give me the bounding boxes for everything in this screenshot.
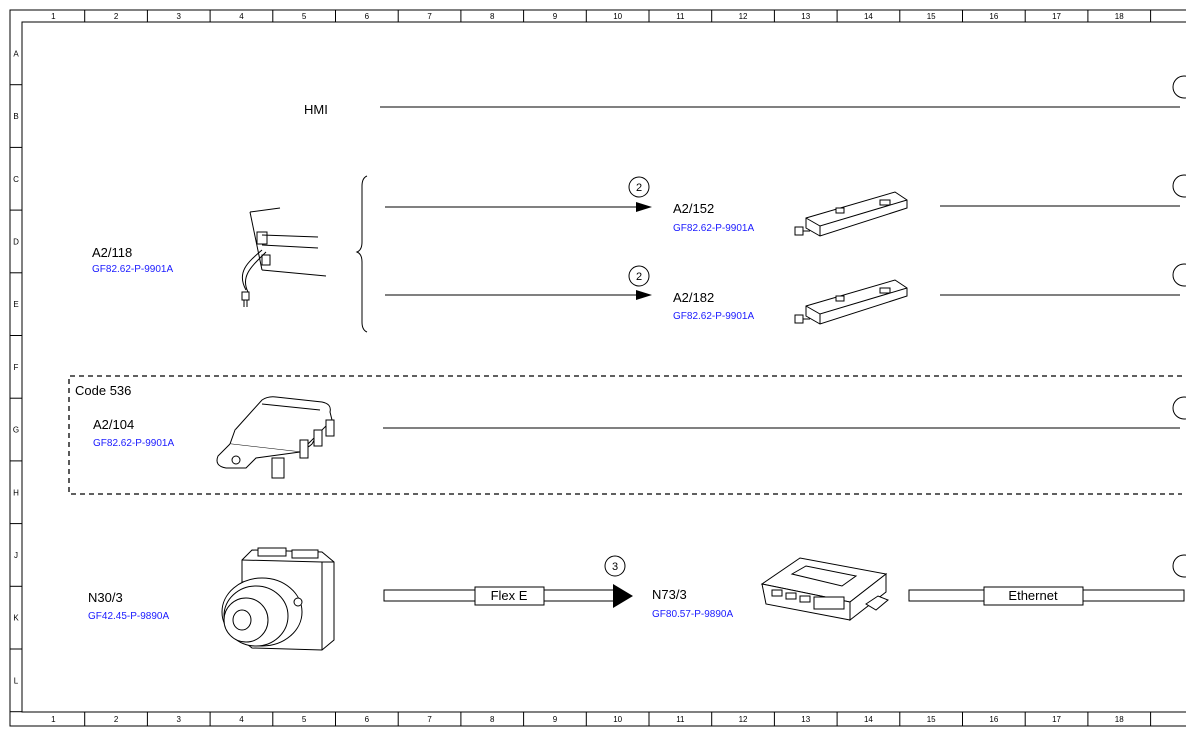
column-label: 16 — [989, 12, 998, 21]
flex-e-arrow-head — [613, 584, 633, 608]
column-label: 13 — [801, 12, 810, 21]
column-label: 14 — [864, 715, 873, 724]
a2-118-label: A2/118 — [92, 245, 132, 260]
column-label: 4 — [239, 12, 244, 21]
a2-182-label: A2/182 — [673, 290, 714, 305]
column-label: 4 — [239, 715, 244, 724]
a2-104-ref-link[interactable]: GF82.62-P-9901A — [93, 438, 174, 449]
a2-118-ref-link[interactable]: GF82.62-P-9901A — [92, 264, 173, 275]
marker-circle-1 — [628, 176, 650, 198]
column-label: 18 — [1115, 715, 1124, 724]
column-label: 13 — [801, 715, 810, 724]
column-label: 3 — [177, 12, 182, 21]
inner-frame — [21, 21, 1186, 713]
column-label: 8 — [490, 12, 495, 21]
outer-frame — [9, 9, 1186, 727]
column-label: 10 — [613, 715, 622, 724]
a2-182-ref[interactable]: GF82.62-P-9901A — [673, 311, 754, 322]
column-label: 12 — [739, 12, 748, 21]
ethernet-label: Ethernet — [1008, 588, 1058, 603]
column-label: 9 — [553, 715, 558, 724]
code-536-region — [68, 375, 1182, 495]
column-label: 14 — [864, 12, 873, 21]
a2-152-connector-marker — [1172, 174, 1186, 198]
n73-3-module-drawing — [760, 557, 889, 622]
column-label: 5 — [302, 715, 307, 724]
column-label: 1 — [51, 715, 56, 724]
n73-3-ref-link[interactable]: GF80.57-P-9890A — [652, 609, 733, 620]
column-label: 7 — [427, 715, 432, 724]
code-536-label: Code 536 — [75, 383, 131, 398]
column-label: 17 — [1052, 715, 1061, 724]
arrow-head-a2-182 — [636, 290, 652, 300]
flex-e-label: Flex E — [491, 588, 528, 603]
marker-circle-2 — [628, 265, 650, 287]
a2-182-connector-marker — [1172, 263, 1186, 287]
a2-104-ref[interactable]: GF82.62-P-9901A — [93, 438, 174, 449]
marker-number-2: 2 — [636, 271, 642, 283]
n30-3-label: N30/3 — [88, 590, 123, 605]
column-label: 7 — [427, 12, 432, 21]
left-row-ruler: A B C D E F G H J K L — [10, 49, 22, 713]
flex-e-label-box — [474, 586, 545, 606]
column-label: 1 — [51, 12, 56, 21]
row-label: K — [13, 614, 19, 623]
a2-182-module-drawing — [794, 279, 908, 325]
a2-152-ref-link[interactable]: GF82.62-P-9901A — [673, 223, 754, 234]
a2-152-label: A2/152 — [673, 201, 714, 216]
marker-number-1: 2 — [636, 182, 642, 194]
column-label: 10 — [613, 12, 622, 21]
row-label: H — [13, 488, 19, 497]
column-label: 11 — [676, 12, 685, 21]
row-label: C — [13, 175, 19, 184]
column-label: 9 — [553, 12, 558, 21]
row-label: B — [13, 112, 18, 121]
n73-3-connector-marker — [1172, 554, 1186, 578]
ethernet-label-box — [983, 586, 1084, 606]
row-label: F — [14, 363, 19, 372]
a2-152-module-drawing — [794, 191, 908, 237]
column-label: 2 — [114, 715, 119, 724]
n73-3-label: N73/3 — [652, 587, 687, 602]
column-label: 16 — [989, 715, 998, 724]
n73-3-ref[interactable]: GF80.57-P-9890A — [652, 609, 733, 620]
column-label: 3 — [177, 715, 182, 724]
hmi-label: HMI — [304, 102, 328, 117]
row-label: E — [13, 300, 18, 309]
column-label: 17 — [1052, 12, 1061, 21]
row-label: L — [14, 676, 19, 685]
n30-3-ref[interactable]: GF42.45-P-9890A — [88, 611, 169, 622]
n30-3-ref-link[interactable]: GF42.45-P-9890A — [88, 611, 169, 622]
a2-152-ref[interactable]: GF82.62-P-9901A — [673, 223, 754, 234]
row-label: G — [13, 426, 19, 435]
a2-182-ref-link[interactable]: GF82.62-P-9901A — [673, 311, 754, 322]
row-label: J — [14, 551, 18, 560]
row-label: D — [13, 237, 19, 246]
n30-3-unit-drawing — [221, 547, 335, 651]
marker-circle-3 — [604, 555, 626, 577]
a2-104-connector-marker — [1172, 396, 1186, 420]
column-label: 15 — [927, 715, 936, 724]
column-label: 2 — [114, 12, 119, 21]
column-label: 18 — [1115, 12, 1124, 21]
column-label: 5 — [302, 12, 307, 21]
a2-104-module-drawing — [216, 396, 335, 479]
column-label: 8 — [490, 715, 495, 724]
column-label: 6 — [365, 12, 370, 21]
arrow-head-a2-152 — [636, 202, 652, 212]
row-label: A — [13, 49, 19, 58]
a2-104-label: A2/104 — [93, 417, 134, 432]
a2-118-ref[interactable]: GF82.62-P-9901A — [92, 264, 173, 275]
brace — [355, 175, 368, 333]
column-label: 12 — [739, 715, 748, 724]
column-label: 11 — [676, 715, 685, 724]
column-label: 15 — [927, 12, 936, 21]
marker-number-3: 3 — [612, 561, 618, 573]
column-label: 6 — [365, 715, 370, 724]
hmi-connector-marker — [1172, 75, 1186, 99]
a2-118-antenna-drawing — [241, 207, 327, 307]
